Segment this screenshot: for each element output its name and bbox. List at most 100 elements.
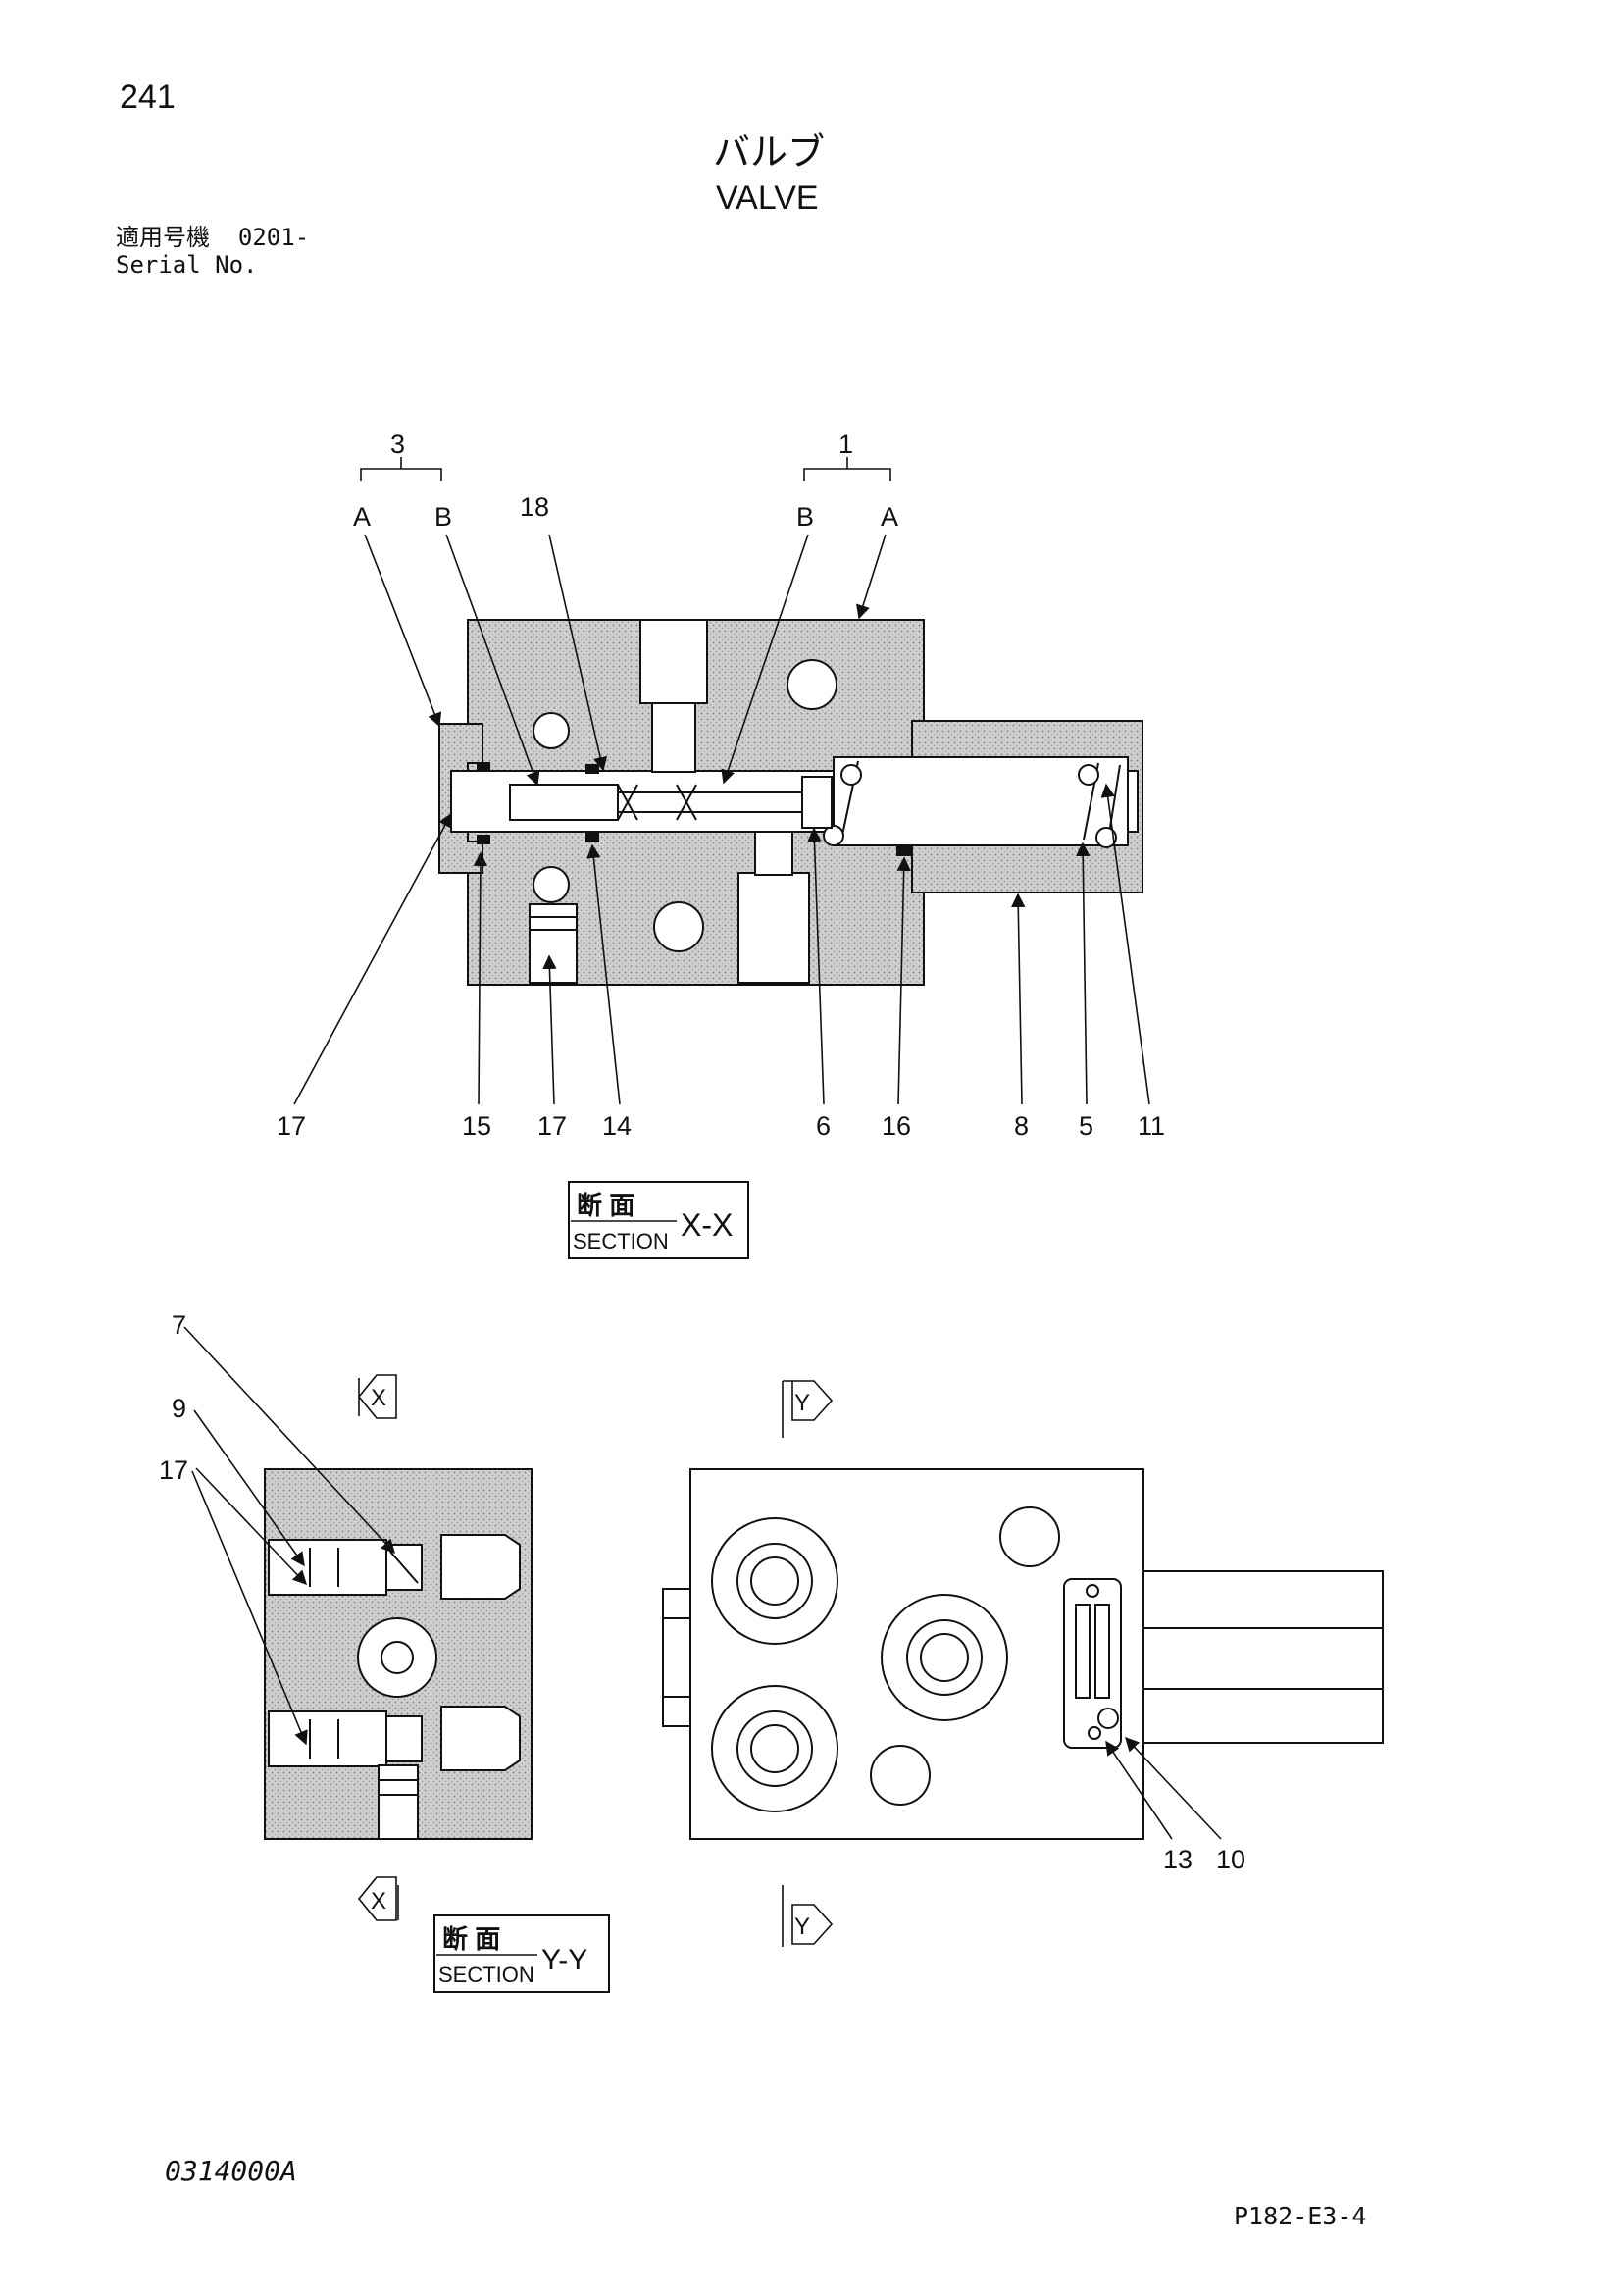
spool-head <box>801 776 833 829</box>
spring-end-bottom-right <box>1095 827 1117 848</box>
leader-10 <box>1125 1736 1222 1840</box>
callout-8: 8 <box>1014 1111 1029 1141</box>
yy-lower-detail <box>309 1719 339 1759</box>
page-number: 241 <box>120 78 176 116</box>
rivet-top <box>1086 1584 1099 1598</box>
bottom-port-neck <box>754 831 793 876</box>
hole-top-right <box>999 1506 1060 1567</box>
cut-marker-y-bottom: Y <box>782 1885 834 1947</box>
leader-9 <box>193 1409 305 1567</box>
leader-14 <box>586 843 621 1105</box>
leader-15 <box>473 851 488 1105</box>
cut-marker-y-label: Y <box>794 1390 810 1416</box>
cut-marker-y-label: Y <box>794 1913 810 1940</box>
leader-16 <box>896 856 911 1105</box>
yy-lower-plug <box>385 1715 423 1762</box>
label-3-b: B <box>434 502 452 532</box>
body-hole-top <box>787 659 837 710</box>
callout-18: 18 <box>520 492 549 522</box>
callout-7: 7 <box>172 1310 186 1340</box>
section-yy-id: Y-Y <box>541 1944 587 1976</box>
callout-16: 16 <box>882 1111 911 1141</box>
yy-upper-fitting <box>440 1534 521 1600</box>
top-housing <box>1142 1570 1384 1744</box>
bracket-1 <box>803 457 891 481</box>
callout-17: 17 <box>537 1111 567 1141</box>
label-3-a: A <box>353 502 371 532</box>
plug-thread <box>530 916 577 931</box>
spool-stem <box>617 791 805 813</box>
leader-17a <box>293 812 452 1105</box>
cut-marker-x-top: X <box>357 1374 397 1419</box>
callout-13: 13 <box>1163 1845 1193 1874</box>
serial-block: 適用号機 0201- Serial No. <box>116 224 309 279</box>
rivet-bottom-right <box>1097 1708 1119 1729</box>
leader-13 <box>1105 1740 1173 1840</box>
yy-bottom-plug-thread <box>379 1779 418 1796</box>
top-port <box>639 619 708 704</box>
spool-left <box>509 784 619 821</box>
callout-9: 9 <box>172 1394 186 1423</box>
callout-15: 15 <box>462 1111 491 1141</box>
yy-upper-detail <box>309 1548 419 1587</box>
section-yy-leaders <box>183 1326 395 1746</box>
top-housing-flats <box>1143 1627 1383 1690</box>
leader-6 <box>807 827 825 1105</box>
yy-bottom-plug <box>378 1764 419 1840</box>
seal-14-bottom <box>585 833 599 842</box>
spring-end-bottom <box>823 825 844 846</box>
seal-16 <box>896 846 912 856</box>
name-plate-slot-right <box>1094 1604 1110 1699</box>
section-yy-view <box>264 1468 533 1840</box>
callout-1: 1 <box>838 430 853 459</box>
seal-14-top <box>585 764 599 774</box>
section-yy-en: SECTION <box>438 1963 534 1987</box>
serial-value: 0201- <box>237 224 310 251</box>
callout-17: 17 <box>277 1111 306 1141</box>
label-1-a: A <box>881 502 898 532</box>
leader-18 <box>548 534 608 772</box>
port-lower-left-core <box>750 1724 799 1773</box>
callout-14: 14 <box>602 1111 632 1141</box>
top-view-leaders <box>1105 1736 1222 1840</box>
callout-6: 6 <box>816 1111 831 1141</box>
top-left-hex <box>662 1588 691 1727</box>
leader-3a <box>364 534 442 728</box>
leader-11 <box>1100 783 1150 1105</box>
section-xx-leaders <box>293 457 1150 1105</box>
leader-7 <box>183 1326 395 1555</box>
hole-bottom <box>870 1745 931 1806</box>
bracket-3 <box>360 457 442 481</box>
rivet-bottom <box>1088 1726 1101 1740</box>
yy-lower-passage <box>268 1710 387 1767</box>
body-hole-bottom <box>653 901 704 952</box>
section-xx-en: SECTION <box>573 1229 669 1253</box>
top-port-neck <box>651 702 696 773</box>
yy-lower-fitting <box>440 1706 521 1771</box>
callout-3: 3 <box>390 430 405 459</box>
callout-17: 17 <box>159 1455 188 1485</box>
spring-end-top-right <box>1078 764 1099 786</box>
title-japanese: バルブ <box>713 130 826 174</box>
cut-marker-x-bottom: X <box>357 1876 399 1921</box>
seal-15-top <box>477 762 490 772</box>
section-xx-label-box: 断 面 SECTION X-X <box>568 1181 749 1259</box>
port-center-core <box>920 1633 969 1682</box>
leader-8 <box>1011 893 1026 1105</box>
leader-17-upper <box>195 1467 307 1586</box>
yy-upper-passage <box>268 1539 387 1596</box>
cut-marker-x-label: X <box>371 1888 386 1914</box>
leader-17-lower <box>191 1470 308 1746</box>
spring-end-top <box>840 764 862 786</box>
callout-11: 11 <box>1138 1111 1165 1141</box>
title-english: VALVE <box>716 179 819 217</box>
label-1-b: B <box>796 502 814 532</box>
port-upper-left-core <box>750 1556 799 1606</box>
leader-1b <box>721 534 809 785</box>
section-yy-jp: 断 面 <box>442 1924 500 1954</box>
yy-center-hole <box>381 1641 414 1674</box>
serial-label-en: Serial No. <box>116 251 258 279</box>
leader-5 <box>1075 842 1091 1105</box>
spool-lands <box>617 784 697 821</box>
section-yy-label-box: 断 面 SECTION Y-Y <box>433 1914 610 1993</box>
